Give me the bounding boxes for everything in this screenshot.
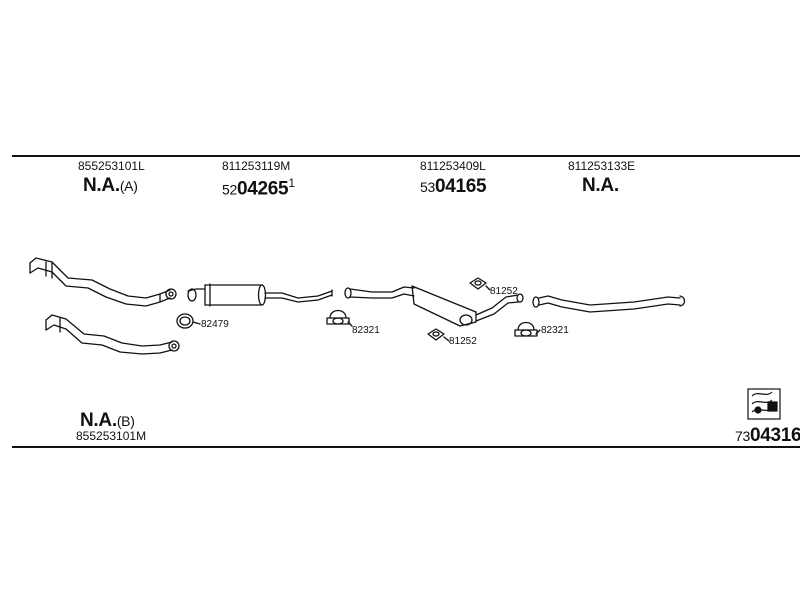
- front-pipe-b-drawing: [45, 314, 180, 355]
- code-center-muffler: 52042651: [222, 176, 295, 200]
- callout-hanger-bottom: 81252: [449, 336, 477, 347]
- part-number-front-pipe-b: 855253101M: [76, 429, 147, 443]
- callout-ring: 82479: [201, 319, 229, 330]
- kit-symbol-icon: [747, 388, 781, 420]
- code-front-pipe-b: N.A.(B): [80, 410, 135, 431]
- callout-hanger-top: 81252: [490, 286, 518, 297]
- center-muffler-drawing: [187, 283, 333, 307]
- rear-muffler-drawing: [344, 285, 524, 327]
- code-rear-muffler: 5304165: [420, 176, 487, 197]
- part-number-front-pipe-a: 855253101L: [78, 159, 145, 173]
- part-number-tail-pipe: 811253133E: [568, 159, 636, 173]
- bottom-divider-line: [12, 446, 800, 448]
- ring-icon: [176, 313, 201, 329]
- hanger-icon-top: [469, 277, 491, 291]
- code-tail-pipe: N.A.: [582, 175, 619, 196]
- code-front-pipe-a: N.A.(A): [83, 175, 138, 196]
- top-divider-line: [12, 155, 800, 157]
- hanger-icon-bottom: [427, 328, 450, 342]
- clamp-icon-1: [326, 309, 353, 327]
- kit-number: 7304316: [735, 425, 800, 446]
- tail-pipe-drawing: [532, 295, 686, 313]
- clamp-icon-2: [514, 321, 541, 337]
- front-pipe-a-drawing: [29, 257, 177, 307]
- part-number-center-muffler: 811253119M: [222, 159, 291, 173]
- part-number-rear-muffler: 811253409L: [420, 159, 486, 173]
- callout-clamp-2: 82321: [541, 325, 569, 336]
- callout-clamp-1: 82321: [352, 325, 380, 336]
